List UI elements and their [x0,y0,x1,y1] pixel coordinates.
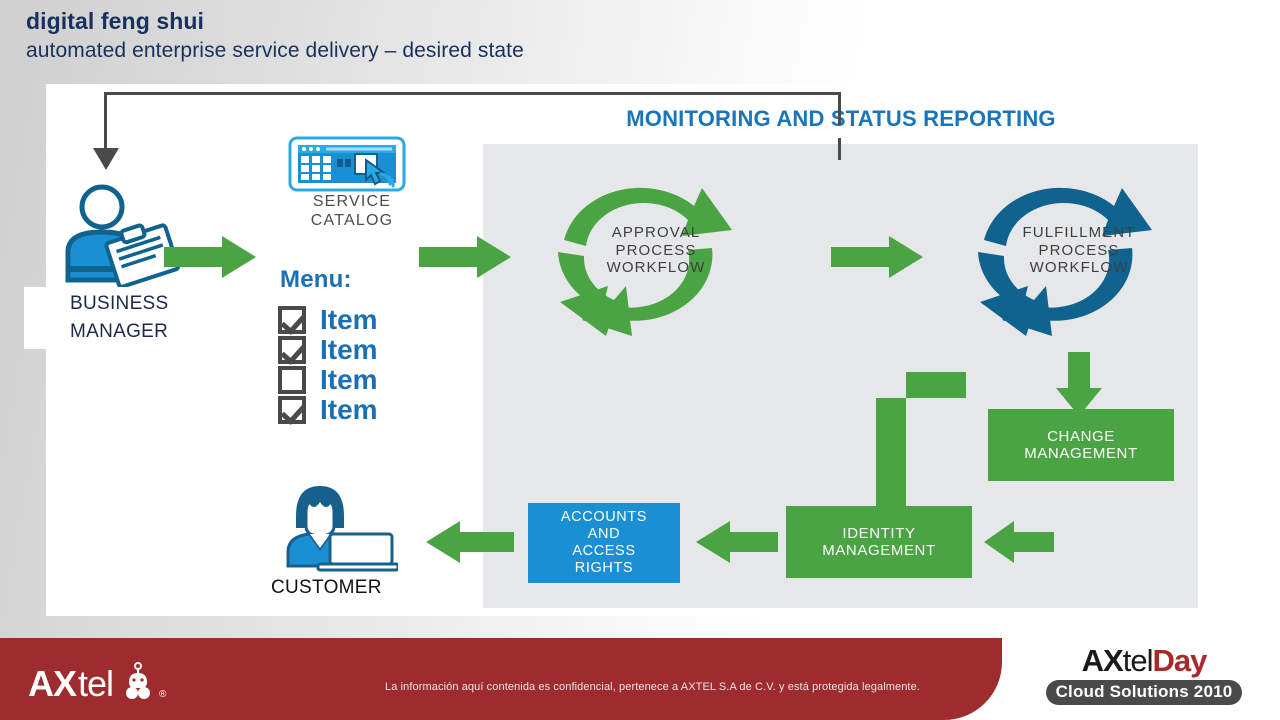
arrow-manager-to-catalog [164,236,256,278]
menu-item-label: Item [320,364,378,395]
menu-item-row[interactable]: Item [278,334,378,366]
diagram-canvas: MONITORING AND STATUS REPORTING BUSINESS… [24,84,1242,616]
fulfillment-process-workflow-ring [978,187,1152,336]
day-logo-tel: tel [1122,643,1154,678]
monitoring-header: MONITORING AND STATUS REPORTING [626,106,1056,131]
menu-item-label: Item [320,394,378,425]
service-catalog-label: SERVICE CATALOG [310,193,394,230]
accounts-and-access-rights-label: ACCOUNTS AND ACCESS RIGHTS [560,509,648,576]
checkbox-unchecked-icon[interactable] [278,366,306,394]
accounts-and-access-rights-box[interactable]: ACCOUNTS AND ACCESS RIGHTS [528,503,680,583]
approval-process-workflow-label: APPROVAL PROCESS WORKFLOW [606,224,706,277]
arrow-approval-to-fulfillment [831,236,923,283]
axtel-logo-registered: ® [159,689,166,700]
fulfillment-process-workflow-label: FULFILLMENT PROCESS WORKFLOW [1022,224,1136,277]
arrow-identity-to-accounts [696,521,778,568]
customer-icon [286,486,398,572]
business-manager-icon [65,184,181,289]
menu-item-row[interactable]: Item [278,304,378,336]
identity-management-box[interactable]: IDENTITY MANAGEMENT [786,506,972,578]
business-manager-label: BUSINESS MANAGER [24,287,179,350]
service-catalog-icon [288,136,406,192]
checkbox-checked-icon[interactable] [278,336,306,364]
feedback-line-left [104,92,107,152]
change-management-box[interactable]: CHANGE MANAGEMENT [988,409,1174,481]
checkbox-checked-icon[interactable] [278,306,306,334]
axtel-logo-tel: tel [78,663,114,704]
menu-item-row[interactable]: Item [278,364,378,396]
day-logo-subtitle: Cloud Solutions 2010 [1045,679,1243,705]
change-management-label: CHANGE MANAGEMENT [1024,427,1138,462]
menu-title: Menu: [280,266,352,293]
menu-item-label: Item [320,334,378,365]
feedback-line-right-upper [838,92,841,125]
arrow-approval-to-identity [858,372,966,542]
title-line-2: automated enterprise service delivery – … [26,39,524,62]
axtel-day-wordmark: AXtelDay [1040,643,1248,678]
approval-process-workflow-ring [558,187,732,336]
axtel-day-logo: AXtelDay Cloud Solutions 2010 [1040,643,1248,705]
arrow-fulfillment-to-change [1056,352,1102,421]
arrow-change-to-identity [984,521,1054,568]
feedback-arrowhead-icon [93,148,119,170]
feedback-line-top [104,92,841,95]
day-logo-ax: AX [1081,643,1124,678]
customer-label: CUSTOMER [271,577,382,598]
arrow-catalog-to-approval [419,236,511,283]
identity-management-label: IDENTITY MANAGEMENT [822,524,936,559]
title-line-1: digital feng shui [26,8,205,34]
footer-disclaimer: La información aquí contenida es confide… [385,681,920,693]
feedback-line-right-lower [838,138,841,160]
checkbox-checked-icon[interactable] [278,396,306,424]
page-title: digital feng shui automated enterprise s… [26,6,926,66]
menu-item-label: Item [320,304,378,335]
axtel-mascot-icon [126,662,151,699]
day-logo-day: Day [1152,643,1207,678]
arrow-accounts-to-customer [426,521,514,568]
axtel-logo-ax: AX [28,663,77,704]
footer-band [0,638,1002,720]
menu-item-row[interactable]: Item [278,394,378,426]
